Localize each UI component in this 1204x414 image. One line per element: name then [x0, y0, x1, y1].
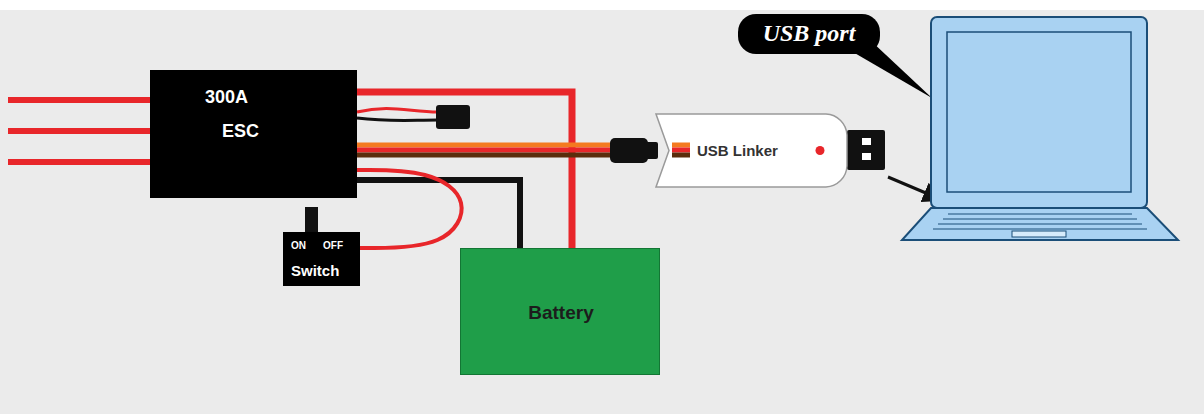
- wire: [357, 92, 572, 248]
- switch-off: OFF: [323, 240, 343, 252]
- bec-plug: [357, 105, 470, 129]
- usb-plug: [847, 130, 885, 170]
- callout-text: USB port: [763, 20, 856, 48]
- switch-label: Switch: [291, 262, 339, 279]
- laptop-icon: [902, 17, 1178, 240]
- switch-on: ON: [291, 240, 306, 252]
- esc-box: 300A ESC: [150, 70, 357, 198]
- switch-toggle: [305, 207, 318, 234]
- esc-label: ESC: [222, 121, 259, 142]
- motor-wires: [8, 100, 152, 162]
- servo-plug: [610, 138, 658, 163]
- background-panel: [0, 10, 1204, 414]
- callout-bubble: USB port: [738, 14, 880, 54]
- battery-positive-wire: [357, 92, 572, 248]
- switch-box: ON OFF Switch: [283, 232, 360, 286]
- battery-label: Battery: [528, 302, 593, 324]
- switch-wire: [357, 170, 462, 248]
- usb-linker: USB Linker: [655, 113, 848, 188]
- linker-label: USB Linker: [697, 142, 778, 159]
- wire: [357, 170, 462, 248]
- battery-box: Battery: [460, 248, 660, 375]
- esc-rating: 300A: [205, 87, 248, 108]
